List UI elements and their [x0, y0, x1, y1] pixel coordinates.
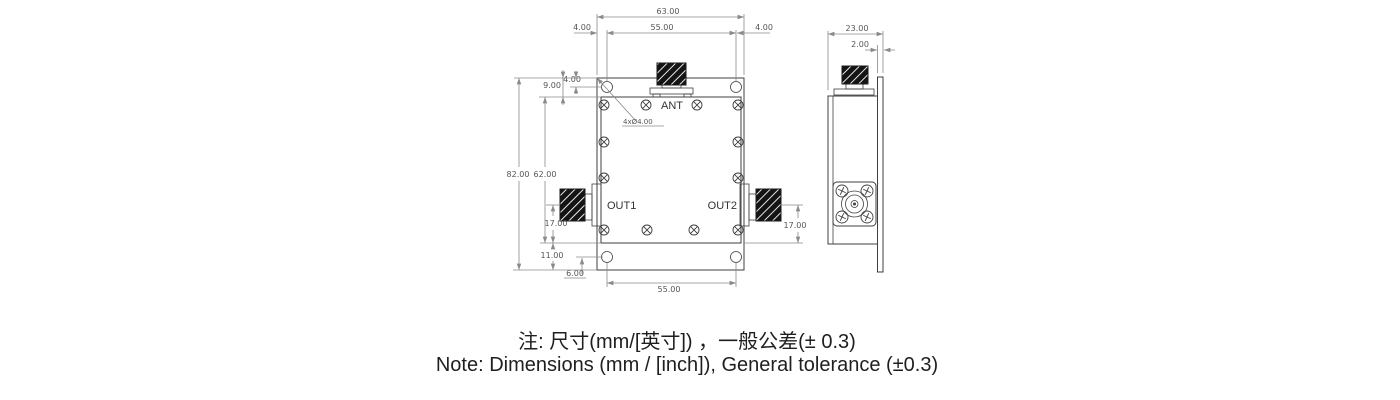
out1-label: OUT1: [607, 200, 636, 212]
dim-hole-from-bottom: 6.00: [564, 256, 603, 279]
mounting-hole: [730, 81, 742, 93]
side-view: 23.00 2.00: [827, 24, 895, 273]
front-body: [600, 96, 742, 244]
dim-text: 4.00: [563, 75, 581, 84]
n-connector: [832, 181, 877, 227]
dim-body-from-top: 9.00: [543, 70, 566, 105]
front-view: ANT OUT1 OUT2 63.00 55.00: [507, 7, 807, 294]
dim-top-right-offset: 4.00: [737, 23, 773, 36]
dim-flange-thickness: 2.00: [851, 40, 895, 73]
cover-screws: [598, 99, 744, 236]
dim-top-overall: 63.00: [596, 7, 745, 75]
hole-callout: 4xØ4.00: [596, 77, 664, 127]
mounting-hole: [601, 81, 613, 93]
dim-hole-from-top: 4.00: [563, 71, 602, 94]
dim-text: 4.00: [573, 23, 591, 32]
dim-top-hole-spacing: 55.00: [606, 23, 737, 81]
dim-text: 63.00: [657, 7, 680, 16]
dim-text: 55.00: [651, 23, 674, 32]
dim-text: 17.00: [545, 219, 568, 228]
dim-text: 23.00: [846, 24, 869, 33]
dim-text: 6.00: [566, 269, 584, 278]
dim-text: 4.00: [755, 23, 773, 32]
dim-body-from-bottom: 11.00: [541, 243, 564, 270]
dim-out2-height: 17.00: [744, 204, 807, 244]
mounting-hole: [730, 251, 742, 263]
notes-block: 注: 尺寸(mm/[英寸]) ，一般公差(± 0.3) Note: Dimens…: [0, 331, 1374, 377]
dim-text: 55.00: [658, 285, 681, 294]
dim-text: 4xØ4.00: [623, 118, 653, 126]
dim-bottom-hole-spacing: 55.00: [606, 263, 737, 294]
dim-out1-height: 17.00: [545, 204, 568, 243]
mounting-hole: [601, 251, 613, 263]
out1-connector: [559, 183, 602, 227]
out2-label: OUT2: [708, 200, 737, 212]
dim-overall-height: 82.00: [507, 77, 597, 271]
out2-connector: [739, 183, 782, 227]
dim-depth: 23.00: [827, 24, 884, 90]
dim-text: 82.00: [507, 170, 530, 179]
ant-label: ANT: [661, 100, 683, 112]
note-line-english: Note: Dimensions (mm / [inch]), General …: [435, 354, 939, 376]
dim-text: 17.00: [784, 221, 807, 230]
dim-text: 2.00: [851, 40, 869, 49]
dim-text: 9.00: [543, 81, 561, 90]
side-mounting-plate: [877, 76, 884, 273]
dim-text: 62.00: [534, 170, 557, 179]
dim-body-height: 62.00: [534, 96, 601, 244]
dim-top-left-offset: 4.00: [573, 23, 597, 36]
side-top-connector: [833, 65, 875, 96]
ant-connector: [649, 62, 694, 98]
dim-text: 11.00: [541, 251, 564, 260]
note-line-chinese: 注: 尺寸(mm/[英寸]) ，一般公差(± 0.3): [518, 331, 856, 353]
